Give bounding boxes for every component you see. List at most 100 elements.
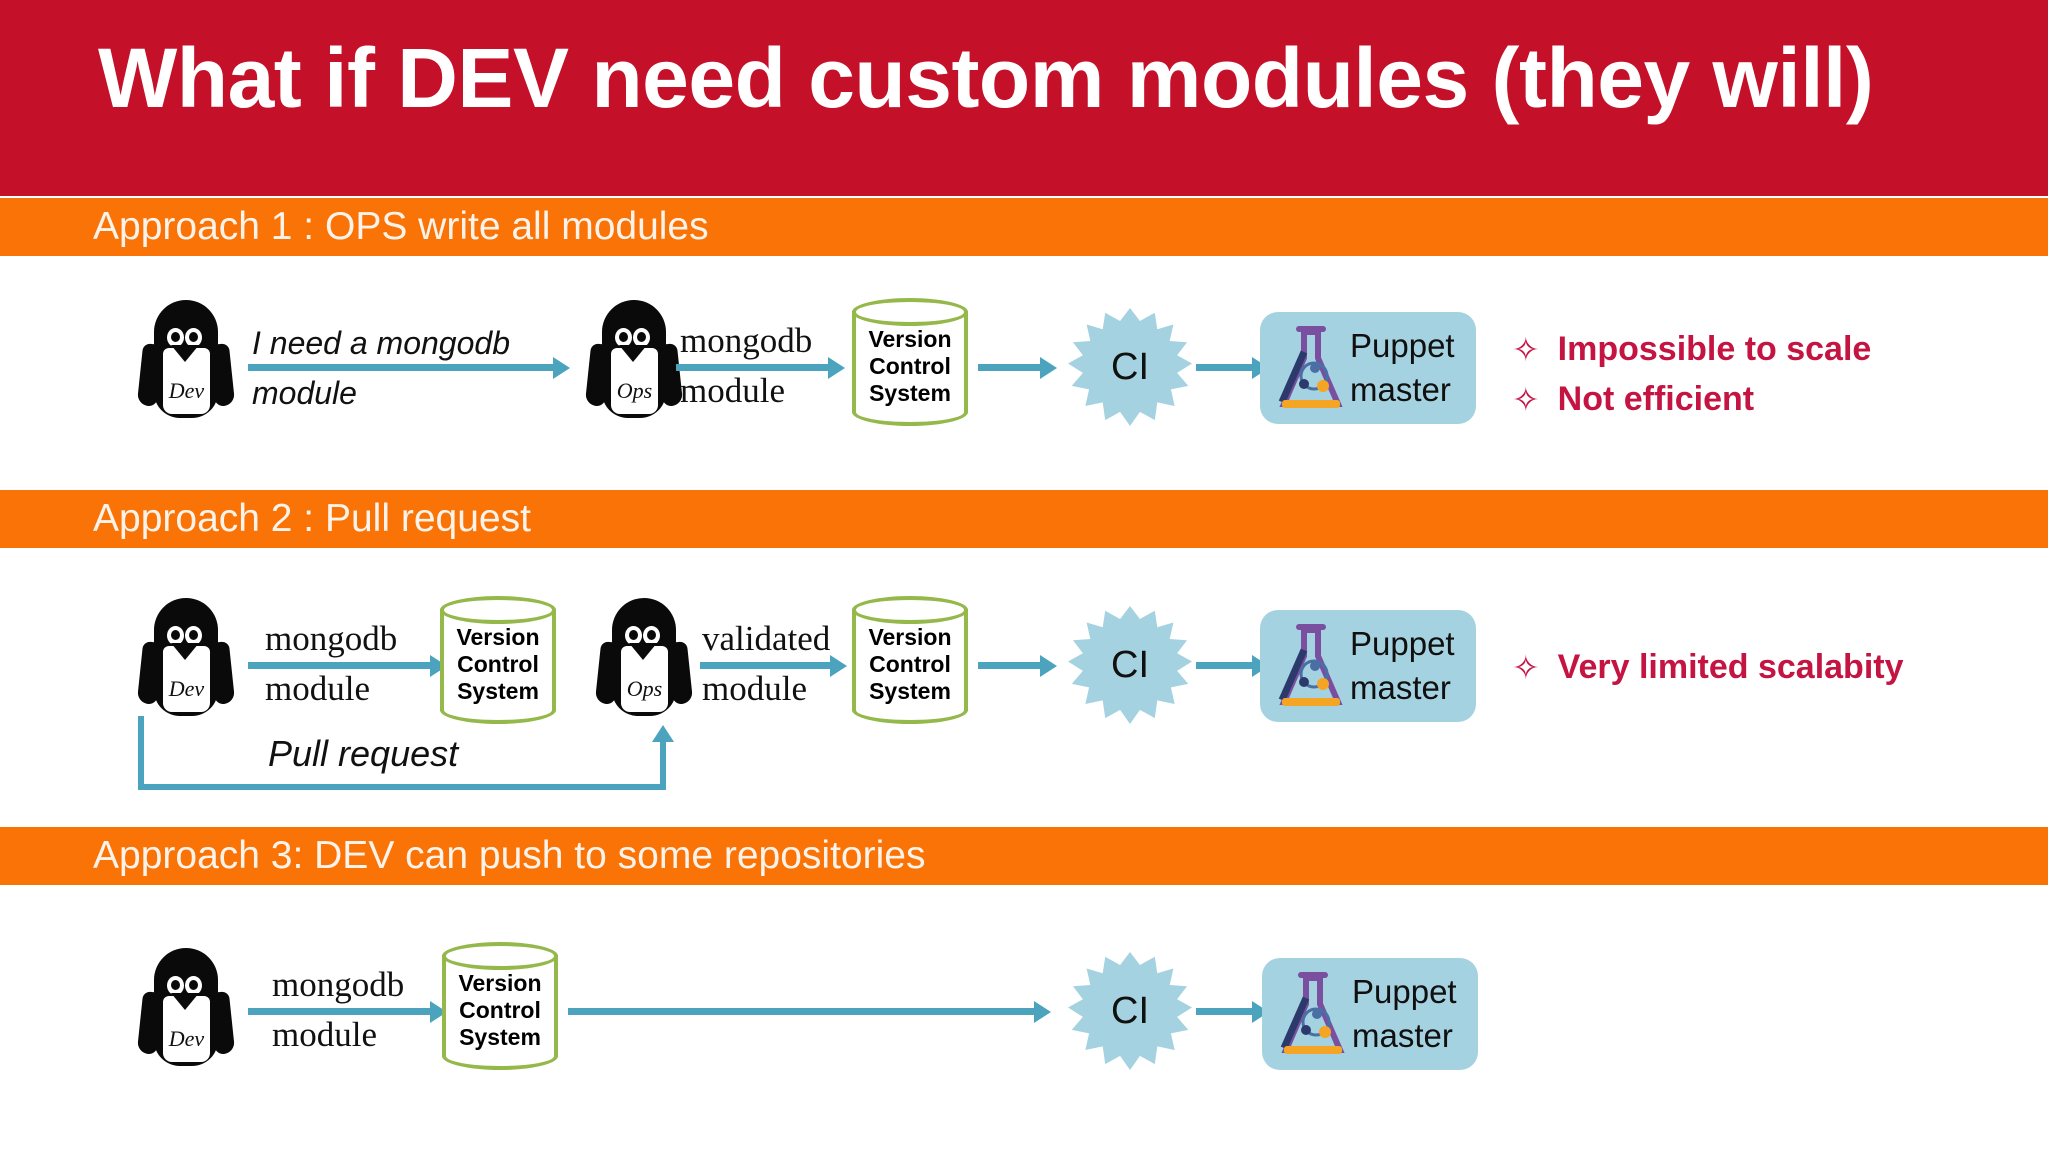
penguin-beak-icon [171, 345, 199, 362]
note-star-icon: ✧ [1512, 330, 1540, 368]
vcs-label-line3: System [869, 380, 951, 406]
flow-label-dev-to-ops-line2-row1: module [252, 375, 357, 411]
puppet-master-box-row2: Puppet master [1260, 610, 1476, 722]
arrow-ci-to-puppet-row1 [1196, 364, 1252, 371]
penguin-eye-right-icon [185, 328, 202, 347]
penguin-eye-left-icon [167, 626, 184, 645]
vcs-label: Version Control System [442, 970, 558, 1051]
vcs-label-line3: System [869, 678, 951, 704]
puppet-master-label: Puppet master [1352, 970, 1470, 1058]
arrow-ops-to-vcs-head-row1 [828, 357, 845, 379]
flow-label-dev-to-vcs-line1-row2: mongodb [265, 619, 398, 658]
vcs-label-line2: Control [457, 651, 539, 677]
vcs-cylinder-row1: Version Control System [852, 298, 968, 426]
penguin-dev-row3: Dev [136, 948, 236, 1066]
puppet-master-label: Puppet master [1350, 622, 1468, 710]
arrow-ops-to-vcs-row2 [700, 662, 830, 669]
pull-request-arrow-head [652, 725, 674, 742]
arrow-vcs-to-ci-head-row1 [1040, 357, 1057, 379]
vcs-label: Version Control System [440, 624, 556, 705]
flow-label-dev-to-vcs-line2-row3: module [272, 1015, 377, 1054]
puppet-master-box-row1: Puppet master [1260, 312, 1476, 424]
arrow-dev-to-ops-head-row1 [553, 357, 570, 379]
flow-label-dev-to-vcs-line1-row3: mongodb [272, 965, 405, 1004]
penguin-dev-row1: Dev [136, 300, 236, 418]
cylinder-body [852, 311, 968, 413]
title-bar [0, 0, 2048, 196]
puppet-label-line2: master [1352, 1017, 1453, 1054]
penguin-eye-right-icon [643, 626, 660, 645]
puppet-flask-icon [1274, 324, 1348, 412]
arrow-vcs-to-ci-head-row2 [1040, 655, 1057, 677]
cylinder-top [852, 298, 968, 326]
flow-label-ops-to-vcs-line1-row1: mongodb [680, 321, 813, 360]
arrow-vcs-to-ci-row3 [568, 1008, 1034, 1015]
vcs-label-line3: System [459, 1024, 541, 1050]
ci-burst-row3: CI [1068, 952, 1192, 1070]
ci-label: CI [1111, 345, 1149, 388]
penguin-beak-icon [171, 993, 199, 1010]
cylinder-top [852, 596, 968, 624]
penguin-eye-left-icon [167, 976, 184, 995]
flow-label-dev-to-ops-line1-row1: I need a mongodb [252, 325, 510, 361]
penguin-beak-icon [171, 643, 199, 660]
vcs-label-line1: Version [868, 624, 952, 650]
approach-2-banner [0, 490, 2048, 548]
pull-request-arrow-vertical-right [660, 742, 666, 790]
ci-burst-row2: CI [1068, 606, 1192, 724]
penguin-dev-row2: Dev [136, 598, 236, 716]
vcs-label-line2: Control [459, 997, 541, 1023]
arrow-ci-to-puppet-row2 [1196, 662, 1252, 669]
penguin-beak-icon [619, 345, 647, 362]
arrow-vcs-to-ci-row1 [978, 364, 1040, 371]
flow-label-ops-to-vcs-line2-row2: module [702, 669, 807, 708]
puppet-master-box-row3: Puppet master [1262, 958, 1478, 1070]
flow-label-ops-to-vcs-line1-row2: validated [702, 619, 831, 658]
puppet-label-line2: master [1350, 371, 1451, 408]
approach-2-banner-label: Approach 2 : Pull request [93, 497, 531, 540]
penguin-eye-left-icon [615, 328, 632, 347]
puppet-flask-icon [1274, 622, 1348, 710]
vcs-cylinder-1-row2: Version Control System [440, 596, 556, 724]
penguin-eye-right-icon [633, 328, 650, 347]
arrow-dev-to-vcs-row3 [248, 1008, 430, 1015]
penguin-ops-row1: Ops [584, 300, 684, 418]
puppet-label-line1: Puppet [1352, 973, 1457, 1010]
puppet-label-line1: Puppet [1350, 625, 1455, 662]
vcs-label-line1: Version [458, 970, 542, 996]
flow-label-dev-to-vcs-line2-row2: module [265, 669, 370, 708]
note-row1-1: ✧ Not efficient [1512, 382, 1754, 416]
page-title: What if DEV need custom modules (they wi… [98, 31, 1874, 125]
vcs-label: Version Control System [852, 326, 968, 407]
penguin-label: Dev [168, 676, 205, 701]
ci-label: CI [1111, 643, 1149, 686]
pull-request-arrow-horizontal [138, 784, 666, 790]
puppet-label-line2: master [1350, 669, 1451, 706]
arrow-vcs-to-ci-row2 [978, 662, 1040, 669]
note-text: Very limited scalabity [1557, 648, 1904, 686]
vcs-cylinder-row3: Version Control System [442, 942, 558, 1070]
penguin-eye-left-icon [625, 626, 642, 645]
arrow-ops-to-vcs-head-row2 [830, 655, 847, 677]
cylinder-body [442, 955, 558, 1057]
approach-3-banner-label: Approach 3: DEV can push to some reposit… [93, 834, 926, 877]
vcs-label-line2: Control [869, 353, 951, 379]
vcs-label-line3: System [457, 678, 539, 704]
cylinder-top [442, 942, 558, 970]
vcs-label: Version Control System [852, 624, 968, 705]
penguin-beak-icon [629, 643, 657, 660]
penguin-eye-left-icon [167, 328, 184, 347]
puppet-master-label: Puppet master [1350, 324, 1468, 412]
flow-label-ops-to-vcs-line2-row1: module [680, 371, 785, 410]
vcs-label-line1: Version [868, 326, 952, 352]
vcs-label-line1: Version [456, 624, 540, 650]
arrow-ci-to-puppet-row3 [1196, 1008, 1252, 1015]
note-row1-0: ✧ Impossible to scale [1512, 332, 1871, 366]
note-text: Impossible to scale [1557, 330, 1872, 368]
penguin-eye-right-icon [185, 976, 202, 995]
note-text: Not efficient [1557, 380, 1755, 418]
penguin-label: Dev [168, 1026, 205, 1051]
arrow-vcs-to-ci-head-row3 [1034, 1001, 1051, 1023]
flow-label-pull-request: Pull request [268, 733, 459, 774]
